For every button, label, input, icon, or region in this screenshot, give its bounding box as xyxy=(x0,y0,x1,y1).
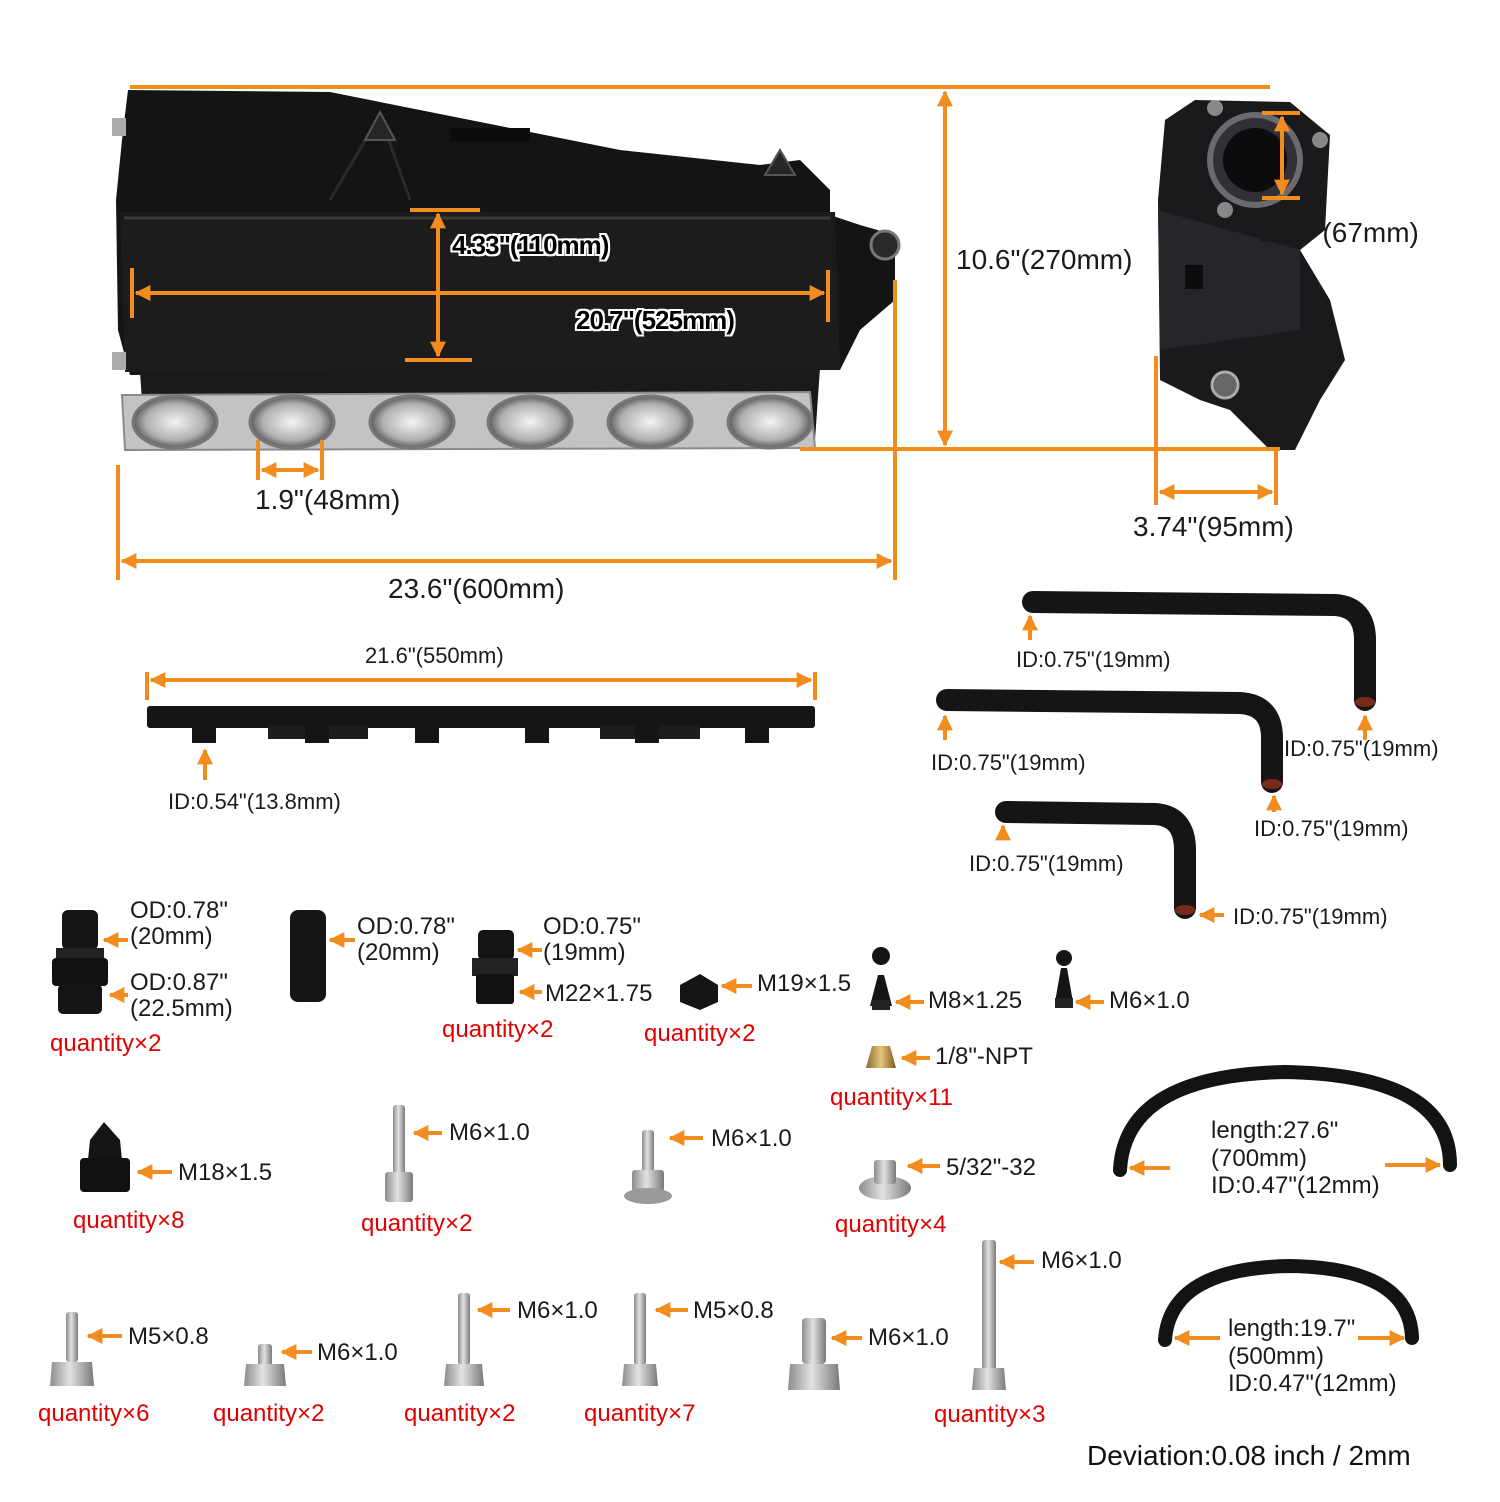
hose-1-right-id-label: ID:0.75"(19mm) xyxy=(1284,736,1439,761)
fitting-2-od-line-1: OD:0.78" xyxy=(357,913,455,940)
fitting-1-od-top-line-2: (20mm) xyxy=(130,922,213,950)
hose-3-right-id-label: ID:0.75"(19mm) xyxy=(1233,904,1388,929)
bolt-c-quantity: quantity×6 xyxy=(38,1400,150,1427)
short-hose-label: length:19.7" (500mm) ID:0.47"(12mm) xyxy=(1228,1315,1397,1398)
hose-1-left-id-label: ID:0.75"(19mm) xyxy=(1016,647,1171,672)
fitting-3-od-line-2: (19mm) xyxy=(543,938,626,966)
stud-m8-label: M8×1.25 xyxy=(928,987,1023,1014)
short-hose-id: ID:0.47"(12mm) xyxy=(1228,1370,1397,1398)
fitting-1-od-bottom-line-2: (22.5mm) xyxy=(130,994,233,1022)
long-hose-label: length:27.6" (700mm) ID:0.47"(12mm) xyxy=(1211,1117,1380,1200)
short-hose-length-line-2: (500mm) xyxy=(1228,1342,1325,1370)
bolt-g-label: M6×1.0 xyxy=(868,1324,949,1351)
overall-height-label: 10.6"(270mm) xyxy=(956,244,1133,275)
fitting-3-quantity: quantity×2 xyxy=(442,1016,554,1043)
bolt-f-label: M5×0.8 xyxy=(693,1297,774,1324)
fuel-rail-length-label: 21.6"(550mm) xyxy=(365,643,504,668)
plug-m18-quantity: quantity×8 xyxy=(73,1207,185,1234)
dimension-lines xyxy=(116,85,1300,580)
hose-3-left-id-label: ID:0.75"(19mm) xyxy=(969,851,1124,876)
short-hose-length-line-1: length:19.7" xyxy=(1228,1315,1356,1342)
side-width-label: 3.74"(95mm) xyxy=(1133,511,1294,542)
fittings xyxy=(52,910,1104,1068)
plug-m18-label: M18×1.5 xyxy=(178,1159,273,1186)
cap-thread-label: M19×1.5 xyxy=(757,970,852,997)
bolt-f-quantity: quantity×7 xyxy=(584,1400,696,1427)
intake-manifold-side-view xyxy=(1158,100,1345,450)
fitting-3-od-label: OD:0.75" (19mm) xyxy=(543,914,641,966)
curved-hoses xyxy=(1113,1064,1457,1347)
plenum-height-label: 4.33"(110mm) xyxy=(452,230,609,260)
bolt-532-quantity: quantity×4 xyxy=(835,1211,947,1238)
bolt-b-label: M6×1.0 xyxy=(711,1125,792,1152)
bolt-a-quantity: quantity×2 xyxy=(361,1210,473,1237)
long-hose-length-line-2: (700mm) xyxy=(1211,1144,1308,1172)
fuel-rail-id-label: ID:0.54"(13.8mm) xyxy=(168,789,341,814)
fitting-1-od-bottom-line-1: OD:0.87" xyxy=(130,969,228,996)
fitting-1-od-top-line-1: OD:0.78" xyxy=(130,897,228,924)
overall-length-label: 23.6"(600mm) xyxy=(388,573,565,604)
fitting-2-od-label: OD:0.78" (20mm) xyxy=(357,914,455,966)
throttle-diameter-label: 2.64"(67mm) xyxy=(1258,217,1419,248)
hose-2-right-id-label: ID:0.75"(19mm) xyxy=(1254,816,1409,841)
bolt-532-label: 5/32"-32 xyxy=(946,1154,1036,1181)
stud-m6-label: M6×1.0 xyxy=(1109,987,1190,1014)
long-hose-length-line-1: length:27.6" xyxy=(1211,1117,1339,1144)
fitting-1-od-bottom-label: OD:0.87" (22.5mm) xyxy=(130,970,233,1022)
hose-2-left-id-label: ID:0.75"(19mm) xyxy=(931,750,1086,775)
fitting-3-od-line-1: OD:0.75" xyxy=(543,913,641,940)
npt-plug-quantity: quantity×11 xyxy=(830,1084,953,1111)
runner-diameter-label: 1.9"(48mm) xyxy=(255,484,401,515)
fitting-1-quantity: quantity×2 xyxy=(50,1030,162,1057)
intake-manifold-front-view xyxy=(112,90,901,452)
hardware-bolts xyxy=(50,1105,1034,1390)
long-hose-id: ID:0.47"(12mm) xyxy=(1211,1172,1380,1200)
fitting-3-thread-label: M22×1.75 xyxy=(545,980,653,1007)
bolt-c-label: M5×0.8 xyxy=(128,1323,209,1350)
bolt-e-label: M6×1.0 xyxy=(517,1297,598,1324)
npt-plug-label: 1/8"-NPT xyxy=(935,1043,1033,1070)
bolt-d-label: M6×1.0 xyxy=(317,1339,398,1366)
bolt-d-quantity: quantity×2 xyxy=(213,1400,325,1427)
fitting-2-od-line-2: (20mm) xyxy=(357,938,440,966)
bolt-h-label: M6×1.0 xyxy=(1041,1247,1122,1274)
fuel-rail xyxy=(145,672,817,780)
bolt-e-quantity: quantity×2 xyxy=(404,1400,516,1427)
l-shaped-hoses xyxy=(936,591,1376,923)
deviation-note: Deviation:0.08 inch / 2mm xyxy=(1087,1440,1411,1471)
bolt-gh-quantity: quantity×3 xyxy=(934,1401,1046,1428)
fitting-1-od-top-label: OD:0.78" (20mm) xyxy=(130,898,228,950)
body-length-label: 20.7"(525mm) xyxy=(576,305,735,335)
runner-ports xyxy=(131,394,814,450)
bolt-a-label: M6×1.0 xyxy=(449,1119,530,1146)
cap-quantity: quantity×2 xyxy=(644,1020,756,1047)
